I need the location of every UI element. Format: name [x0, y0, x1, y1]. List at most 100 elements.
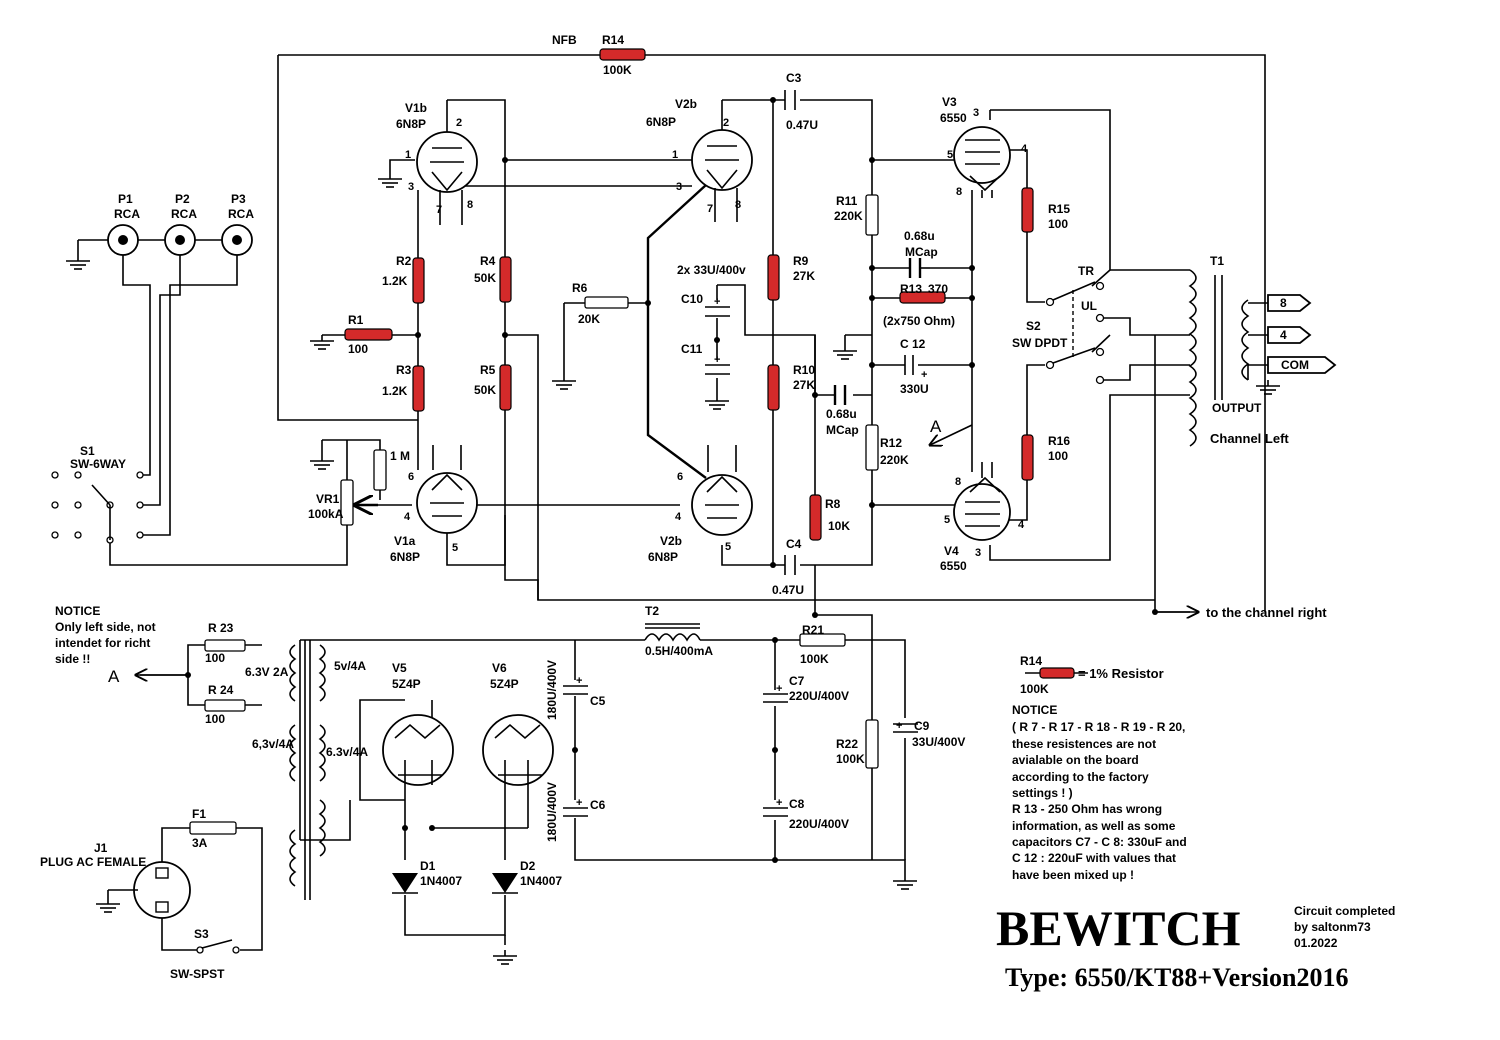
svg-text:V1b: V1b — [405, 101, 427, 115]
svg-text:V2b: V2b — [660, 534, 682, 548]
svg-text:8: 8 — [1280, 296, 1287, 310]
svg-text:C6: C6 — [590, 798, 606, 812]
resistor-r4 — [499, 256, 512, 303]
svg-text:5Z4P: 5Z4P — [392, 677, 421, 691]
svg-text:SW-SPST: SW-SPST — [170, 967, 225, 981]
svg-text:1N4007: 1N4007 — [420, 874, 462, 888]
svg-text:C 12: C 12 — [900, 337, 926, 351]
marker-a-left: A — [108, 667, 120, 686]
svg-text:by saltonm73: by saltonm73 — [1294, 920, 1371, 934]
svg-text:R2: R2 — [396, 254, 412, 268]
resistor-r15 — [1021, 187, 1034, 233]
svg-text:6550: 6550 — [940, 559, 967, 573]
svg-text:5: 5 — [725, 541, 731, 553]
svg-text:R 13 - 250 Ohm has wrong: R 13 - 250 Ohm has wrong — [1012, 802, 1162, 816]
nfb-label: NFB — [552, 33, 577, 47]
svg-text:F1: F1 — [192, 807, 206, 821]
svg-text:+: + — [896, 720, 902, 732]
svg-text:0.5H/400mA: 0.5H/400mA — [645, 644, 713, 658]
svg-text:R14: R14 — [602, 33, 624, 47]
svg-text:these resistences are not: these resistences are not — [1012, 737, 1156, 751]
svg-text:1: 1 — [672, 149, 678, 161]
svg-text:SW-6WAY: SW-6WAY — [70, 457, 126, 471]
svg-text:330U: 330U — [900, 382, 929, 396]
svg-text:S3: S3 — [194, 927, 209, 941]
svg-text:6550: 6550 — [940, 111, 967, 125]
resistor-r6 — [584, 296, 629, 309]
resistor-r12 — [865, 424, 879, 471]
tube-v3 — [953, 126, 1011, 184]
wiring — [107, 54, 1268, 951]
svg-text:V6: V6 — [492, 661, 507, 675]
svg-text:PLUG AC FEMALE: PLUG AC FEMALE — [40, 855, 146, 869]
svg-text:0.68u: 0.68u — [826, 407, 857, 421]
svg-text:50K: 50K — [474, 383, 496, 397]
resistor-1m — [373, 449, 387, 491]
grounds — [65, 159, 1281, 965]
svg-text:C10: C10 — [681, 292, 703, 306]
svg-text:R 24: R 24 — [208, 683, 234, 697]
svg-text:R6: R6 — [572, 281, 588, 295]
svg-text:S2: S2 — [1026, 319, 1041, 333]
svg-text:T2: T2 — [645, 604, 659, 618]
marker-a-right: A — [930, 417, 942, 436]
resistors — [204, 48, 1088, 769]
svg-text:+: + — [921, 369, 927, 381]
svg-text:3: 3 — [975, 547, 981, 559]
svg-text:C11: C11 — [681, 342, 703, 356]
svg-text:100: 100 — [205, 712, 225, 726]
svg-text:P2: P2 — [175, 192, 190, 206]
svg-text:R4: R4 — [480, 254, 496, 268]
svg-text:220U/400V: 220U/400V — [789, 817, 849, 831]
svg-text:7: 7 — [436, 204, 442, 216]
capacitors: + + + + + + + + — [563, 90, 930, 817]
svg-text:100K: 100K — [1020, 682, 1049, 696]
resistor-r16 — [1021, 434, 1034, 481]
svg-text:P3: P3 — [231, 192, 246, 206]
svg-text:370: 370 — [928, 282, 948, 296]
svg-text:100: 100 — [348, 342, 368, 356]
channel-label: Channel Left — [1210, 431, 1289, 446]
svg-text:R13: R13 — [900, 282, 922, 296]
to-channel-right: to the channel right — [1206, 605, 1327, 620]
svg-text:R5: R5 — [480, 363, 496, 377]
svg-text:R16: R16 — [1048, 434, 1070, 448]
svg-text:5v/4A: 5v/4A — [334, 659, 366, 673]
svg-text:6.3V 2A: 6.3V 2A — [245, 665, 289, 679]
output-label: OUTPUT — [1212, 401, 1262, 415]
misc-parts — [51, 224, 1337, 954]
svg-text:C8: C8 — [789, 797, 805, 811]
svg-text:4: 4 — [675, 511, 682, 523]
svg-text:+: + — [776, 797, 782, 809]
svg-text:R10: R10 — [793, 363, 815, 377]
resistor-r5 — [499, 364, 512, 411]
svg-text:180U/400V: 180U/400V — [545, 782, 559, 842]
svg-text:+: + — [576, 797, 582, 809]
svg-text:MCap: MCap — [826, 423, 859, 437]
resistor-r22 — [865, 719, 879, 769]
svg-text:P1: P1 — [118, 192, 133, 206]
svg-text:7: 7 — [707, 203, 713, 215]
svg-text:R15: R15 — [1048, 202, 1070, 216]
svg-text:6N8P: 6N8P — [646, 115, 676, 129]
svg-text:D2: D2 — [520, 859, 536, 873]
svg-text:8: 8 — [735, 199, 741, 211]
svg-text:+: + — [576, 675, 582, 687]
svg-text:side !!: side !! — [55, 652, 90, 666]
svg-text:0.68u: 0.68u — [904, 229, 935, 243]
resistor-r23 — [204, 639, 246, 652]
svg-text:20K: 20K — [578, 312, 600, 326]
svg-text:3: 3 — [408, 181, 414, 193]
svg-text:+: + — [714, 296, 720, 308]
svg-text:TR: TR — [1078, 264, 1094, 278]
svg-text:220K: 220K — [880, 453, 909, 467]
resistor-r24 — [204, 699, 246, 712]
svg-text:6: 6 — [408, 471, 414, 483]
title: BEWITCH — [996, 900, 1241, 956]
resistor-r11 — [865, 194, 879, 236]
junctions — [185, 97, 1158, 863]
svg-text:1: 1 — [405, 149, 411, 161]
resistor-r1 — [344, 328, 393, 341]
svg-text:Circuit completed: Circuit completed — [1294, 904, 1395, 918]
resistor-r21 — [799, 633, 846, 647]
